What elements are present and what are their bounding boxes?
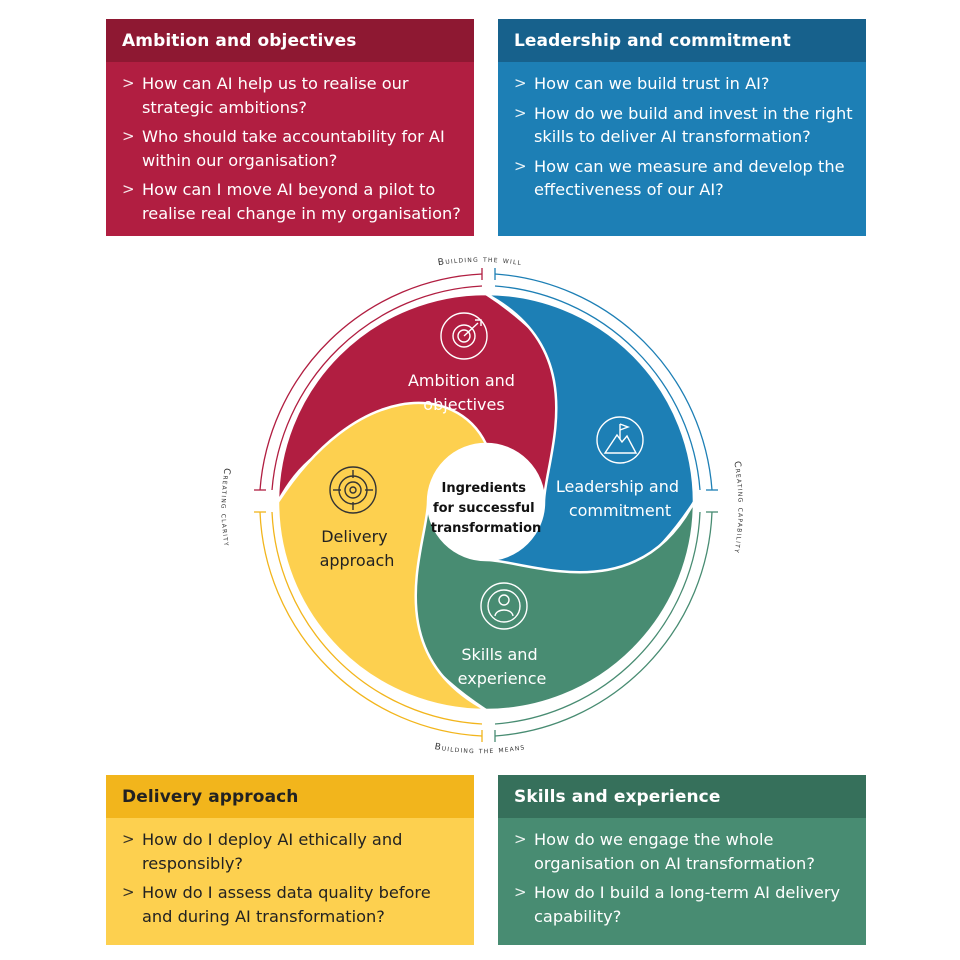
crosshair-icon: [329, 466, 377, 514]
list-item: >How do we build and invest in the right…: [514, 103, 853, 147]
ambition-panel-title: Ambition and objectives: [106, 19, 474, 62]
delivery-panel: Delivery approach >How do I deploy AI et…: [106, 775, 474, 945]
arc-leadership-inner: [494, 285, 701, 491]
skills-panel-title: Skills and experience: [498, 775, 866, 818]
list-item: >How can AI help us to realise our strat…: [122, 74, 409, 117]
chevron-right-icon: >: [514, 883, 527, 901]
list-item: >How can I move AI beyond a pilot to rea…: [122, 180, 461, 223]
chevron-right-icon: >: [514, 830, 527, 848]
chevron-right-icon: >: [122, 830, 135, 848]
arc-skills-outer: [494, 511, 713, 737]
segment-label-ambition: Ambition and objectives: [408, 371, 520, 414]
chevron-right-icon: >: [122, 883, 135, 901]
arc-delivery-inner: [271, 511, 483, 725]
chevron-right-icon: >: [122, 74, 135, 92]
ambition-panel-body: >How can AI help us to realise our strat…: [106, 62, 474, 236]
list-item: >How can we build trust in AI?: [512, 72, 854, 96]
chevron-right-icon: >: [122, 127, 135, 145]
chevron-right-icon: >: [514, 156, 527, 175]
person-network-icon: [480, 582, 528, 630]
segment-delivery: [276, 401, 488, 712]
segment-label-skills: Skills and experience: [458, 645, 547, 688]
arc-leadership-outer: [494, 273, 713, 491]
transformation-wheel: Building the will Building the means Cre…: [218, 255, 745, 756]
segment-label-delivery: Delivery approach: [320, 527, 395, 570]
target-icon: [440, 312, 488, 360]
arc-label-right: Creating capability: [731, 460, 745, 554]
list-item: >How do I assess data quality before and…: [122, 883, 431, 926]
arc-label-bottom: Building the means: [434, 742, 527, 756]
arc-delivery-outer: [259, 511, 483, 737]
skills-panel: Skills and experience >How do we engage …: [498, 775, 866, 945]
list-item: >How can we measure and develop the effe…: [514, 156, 845, 200]
skills-panel-body: >How do we engage the whole organisation…: [498, 818, 866, 945]
outer-arcs: [254, 268, 718, 742]
center-circle: [428, 444, 544, 560]
arc-label-top: Building the will: [437, 255, 523, 269]
chevron-right-icon: >: [122, 180, 135, 198]
delivery-panel-title: Delivery approach: [106, 775, 474, 818]
list-item: >How do I deploy AI ethically and respon…: [122, 830, 403, 873]
arc-ambition-inner: [271, 285, 483, 491]
wheel-segments: [276, 292, 696, 712]
arc-ambition-outer: [259, 273, 483, 491]
leadership-panel: Leadership and commitment >How can we bu…: [498, 19, 866, 236]
leadership-panel-title: Leadership and commitment: [498, 19, 866, 62]
mountain-flag-icon: [596, 416, 644, 464]
arc-label-left: Creating clarity: [218, 467, 231, 547]
segment-label-leadership: Leadership and commitment: [556, 477, 684, 520]
center-label: Ingredients for successful transformatio…: [431, 481, 542, 536]
chevron-right-icon: >: [514, 74, 527, 92]
delivery-panel-body: >How do I deploy AI ethically and respon…: [106, 818, 474, 945]
leadership-panel-body: >How can we build trust in AI? >How do w…: [498, 62, 866, 236]
list-item: >Who should take accountability for AI w…: [122, 127, 445, 170]
chevron-right-icon: >: [514, 103, 527, 122]
list-item: >How do we engage the whole organisation…: [514, 830, 815, 873]
list-item: >How do I build a long-term AI delivery …: [514, 883, 841, 926]
ambition-panel: Ambition and objectives >How can AI help…: [106, 19, 474, 236]
arc-skills-inner: [494, 511, 701, 725]
